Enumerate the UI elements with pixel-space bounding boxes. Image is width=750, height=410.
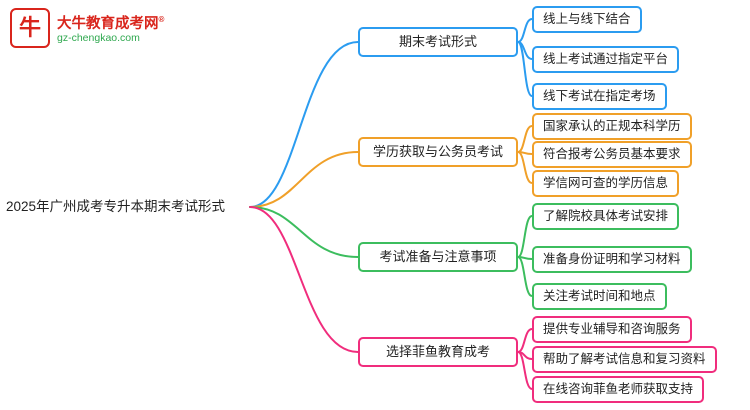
logo-domain: gz-chengkao.com [57,32,140,45]
logo-brand: 大牛教育成考网® [57,14,165,32]
leaf-node: 国家承认的正规本科学历 [532,113,692,140]
logo-text: 大牛教育成考网® gz-chengkao.com [57,11,164,46]
leaf-node: 线上与线下结合 [532,6,642,33]
leaf-node: 帮助了解考试信息和复习资料 [532,346,717,373]
site-logo[interactable]: 牛 大牛教育成考网® gz-chengkao.com [10,8,164,48]
branch-node-choose-feiyu: 选择菲鱼教育成考 [358,337,518,367]
branch-node-degree-civil-exam: 学历获取与公务员考试 [358,137,518,167]
branch-node-exam-preparation: 考试准备与注意事项 [358,242,518,272]
leaf-node: 学信网可查的学历信息 [532,170,680,197]
branch-node-exam-format: 期末考试形式 [358,27,518,57]
leaf-node: 线上考试通过指定平台 [532,46,680,73]
bull-glyph: 牛 [18,15,41,40]
leaf-node: 线下考试在指定考场 [532,83,667,110]
leaf-node: 提供专业辅导和咨询服务 [532,316,692,343]
leaf-node: 关注考试时间和地点 [532,283,667,310]
leaf-node: 在线咨询菲鱼老师获取支持 [532,376,705,403]
leaf-node: 了解院校具体考试安排 [532,203,680,230]
registered-mark: ® [158,14,165,24]
leaf-node: 准备身份证明和学习材料 [532,246,692,273]
leaf-node: 符合报考公务员基本要求 [532,141,692,168]
root-node: 2025年广州成考专升本期末考试形式 [6,199,226,214]
bull-icon: 牛 [10,8,50,48]
